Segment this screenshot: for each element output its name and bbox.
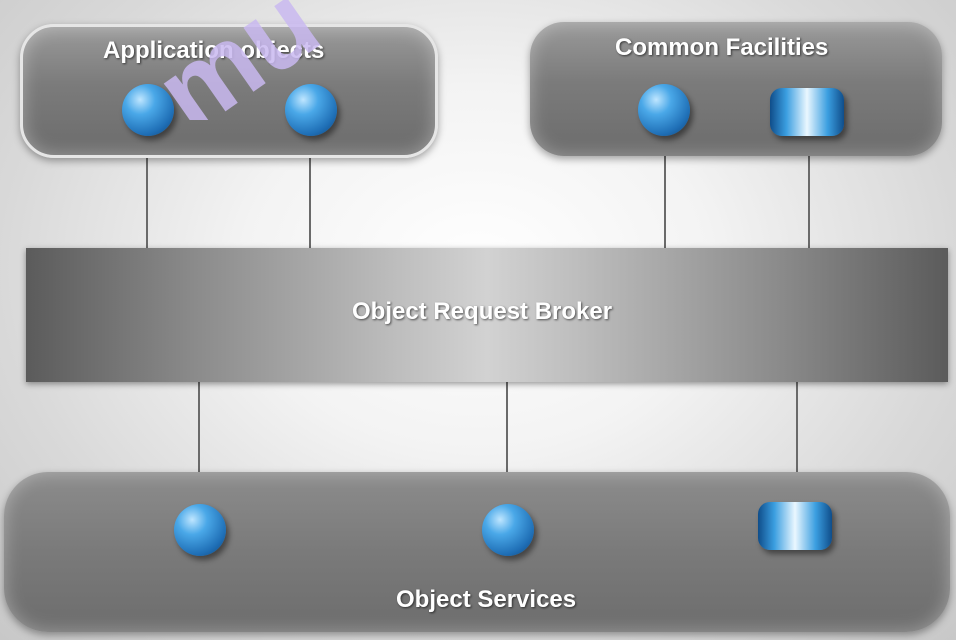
object-service-sphere-1 [174,504,226,556]
common-facilities-panel: Common Facilities [530,22,942,156]
common-facility-sphere [638,84,690,136]
application-objects-panel: Application objects [20,24,438,158]
connector-services-3 [796,382,798,512]
connector-services-2 [506,382,508,512]
common-facilities-label: Common Facilities [615,34,829,61]
connector-app-2 [309,140,311,248]
object-request-broker-bar: Object Request Broker [26,248,948,382]
common-facility-cylinder [770,88,844,136]
object-service-cylinder [758,502,832,550]
application-objects-label: Application objects [103,37,325,64]
connector-services-1 [198,382,200,512]
object-service-sphere-2 [482,504,534,556]
object-services-label: Object Services [396,586,577,613]
object-services-panel: Object Services [4,472,950,632]
connector-common-1 [664,140,666,248]
application-object-sphere-2 [285,84,337,136]
connector-common-2 [808,140,810,248]
connector-app-1 [146,140,148,248]
application-object-sphere-1 [122,84,174,136]
object-request-broker-label: Object Request Broker [352,298,613,325]
